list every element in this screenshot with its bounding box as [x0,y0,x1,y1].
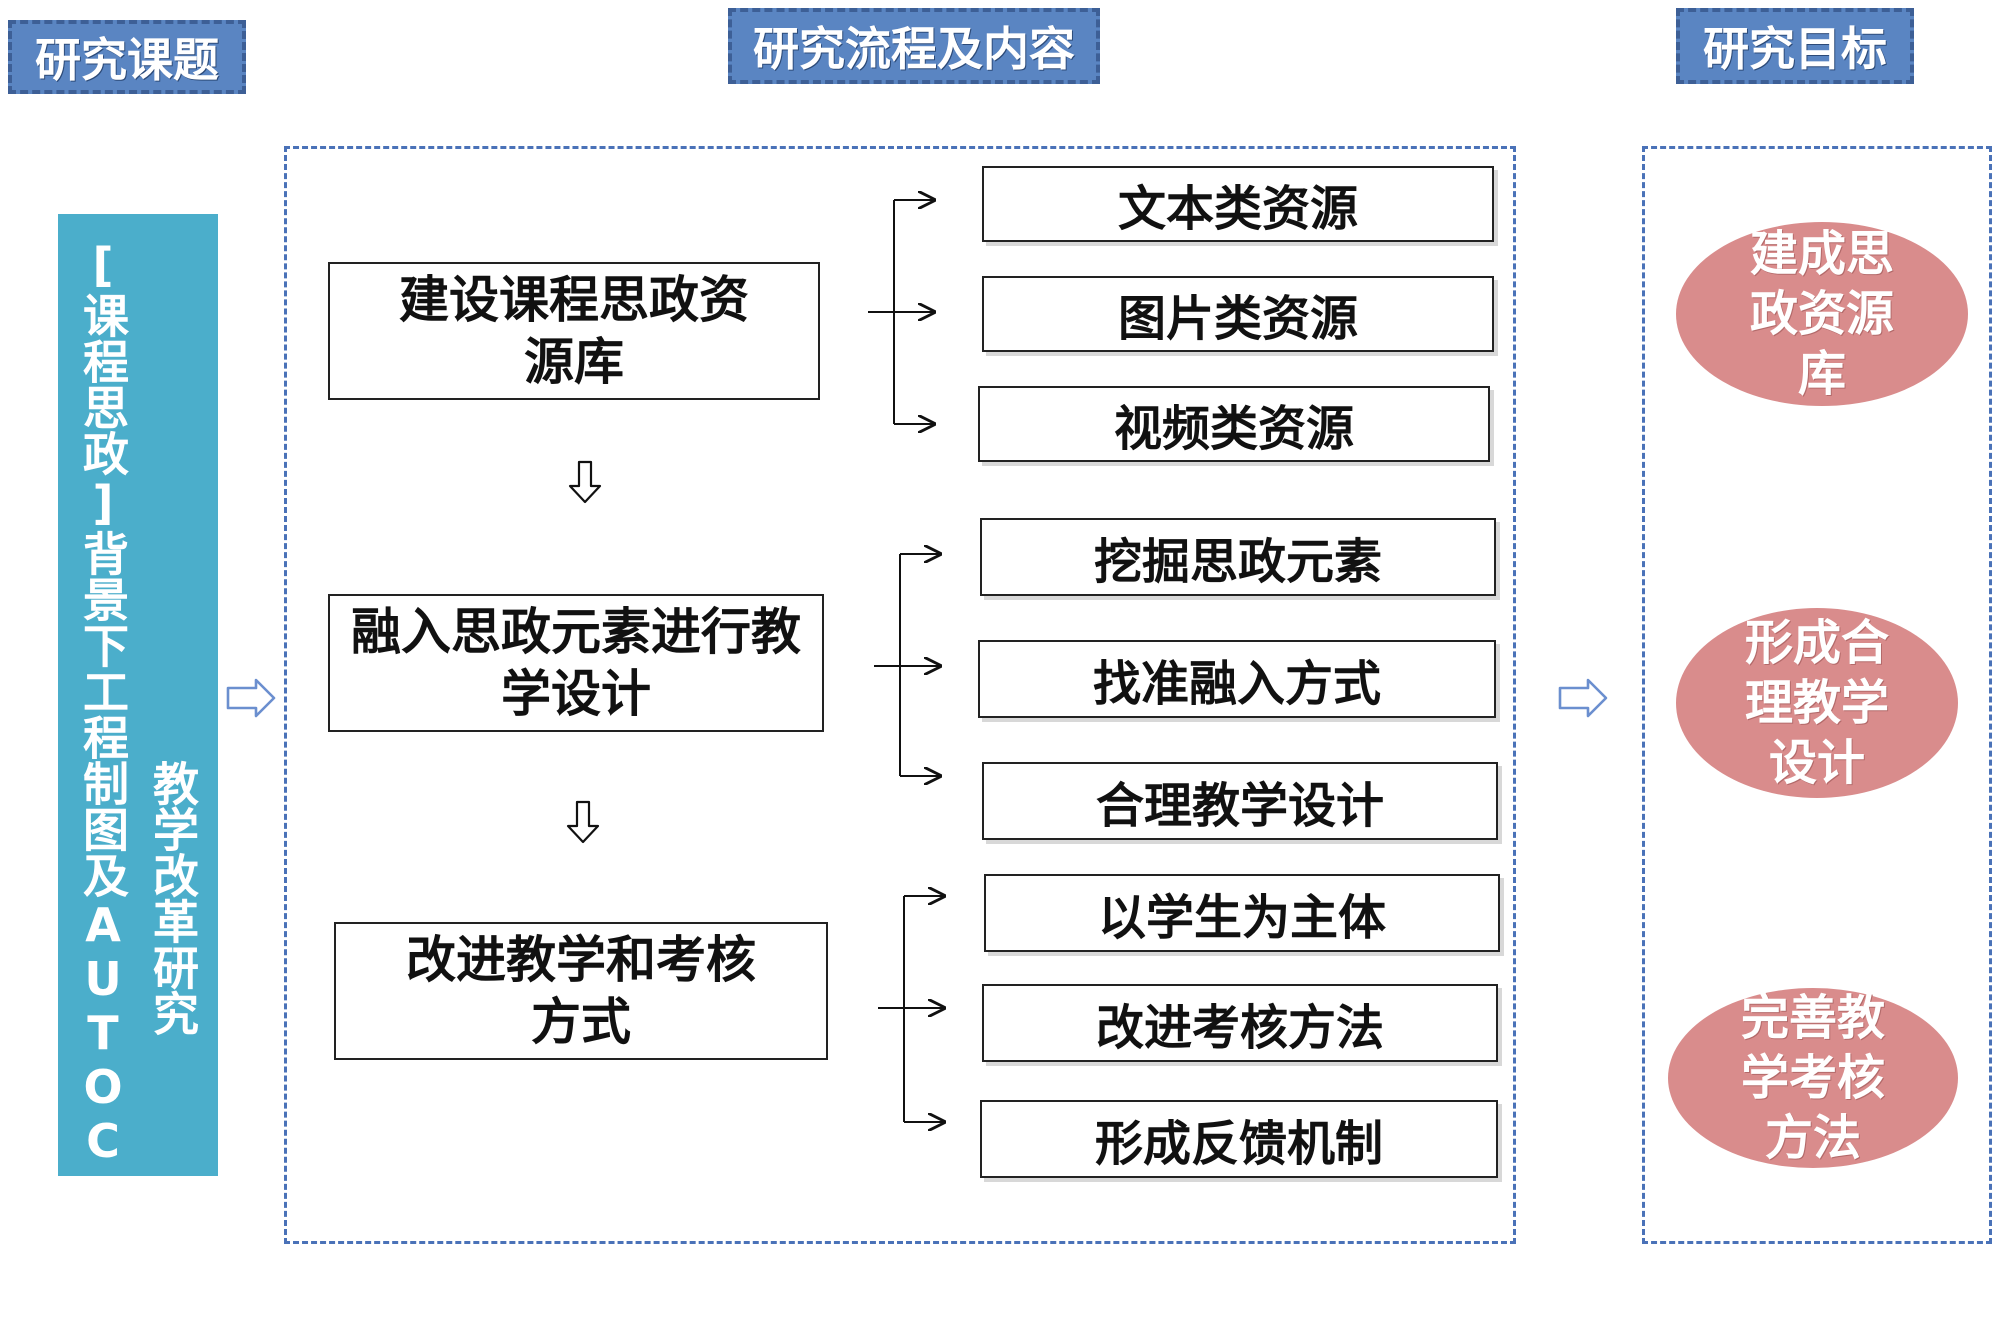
step-integrate-elements-design: 融入思政元素进行教学设计 [328,594,824,732]
item-feedback-mechanism: 形成反馈机制 [980,1100,1498,1178]
right-arrow-process-to-goal [1558,678,1608,718]
header-research-process: 研究流程及内容 [728,8,1100,84]
header-research-topic: 研究课题 [8,20,246,94]
process-panel [284,146,1516,1244]
goal-teaching-design: 形成合理教学设计 [1676,608,1958,798]
goal-assessment-methods: 完善教学考核方法 [1668,988,1958,1168]
bracket-group-1 [868,200,934,424]
item-improve-assessment: 改进考核方法 [982,984,1498,1062]
header-research-goal: 研究目标 [1676,8,1914,84]
bracket-group-2 [874,554,940,776]
research-topic-bar: [课程思政]背景下工程制图及AUTOCAD的 教学改革研究 [58,214,218,1322]
item-video-resources: 视频类资源 [978,386,1490,462]
bracket-group-3 [878,896,944,1122]
item-text-resources: 文本类资源 [982,166,1494,242]
topic-side-text: 教学改革研究 [146,760,200,1036]
step-build-resource-library: 建设课程思政资源库 [328,262,820,400]
connector-layer [226,0,1608,1252]
down-arrow-2 [566,800,600,844]
down-arrow-1 [568,460,602,504]
item-reasonable-design: 合理教学设计 [982,762,1498,840]
right-arrow-topic-to-process [226,678,276,718]
goal-resource-library: 建成思政资源库 [1676,222,1968,406]
topic-main-text: [课程思政]背景下工程制图及AUTOCAD的 [76,238,130,1322]
step-improve-teaching-assessment: 改进教学和考核方式 [334,922,828,1060]
item-find-integration-method: 找准融入方式 [978,640,1496,718]
item-image-resources: 图片类资源 [982,276,1494,352]
goal-panel [1642,146,1992,1244]
item-dig-elements: 挖掘思政元素 [980,518,1496,596]
item-student-centered: 以学生为主体 [984,874,1500,952]
